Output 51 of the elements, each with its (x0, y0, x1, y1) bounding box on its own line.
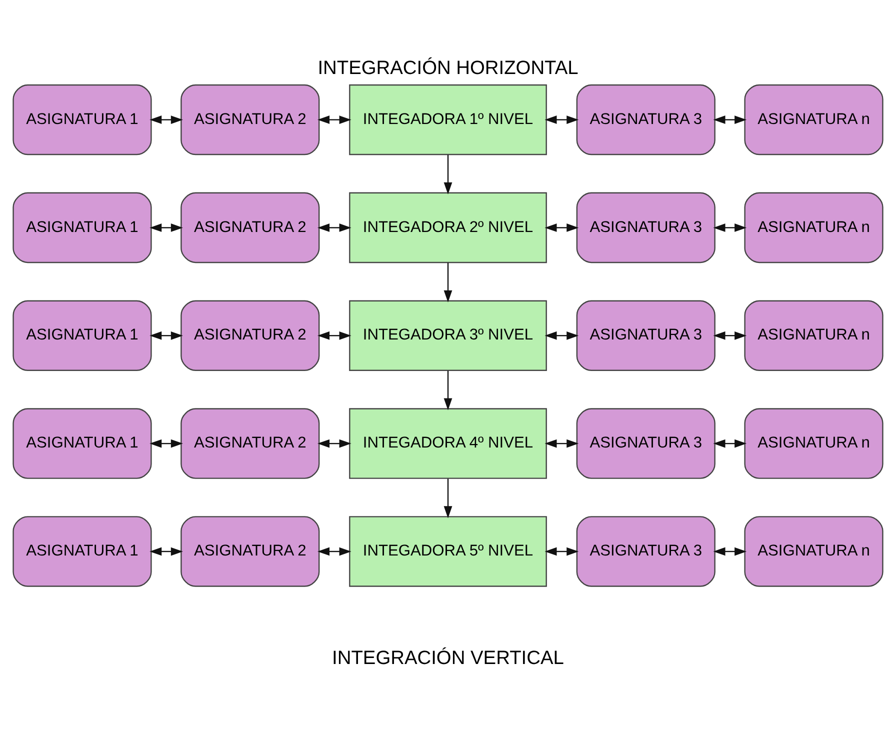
arrow (713, 116, 747, 124)
node-box: ASIGNATURA n (744, 84, 884, 156)
arrow (544, 223, 579, 232)
arrow (317, 116, 352, 124)
arrow (150, 547, 183, 556)
node-box: INTEGADORA 5º NIVEL (349, 516, 547, 587)
node-box: ASIGNATURA n (744, 300, 884, 371)
arrow (150, 439, 183, 448)
arrow (317, 439, 352, 448)
node-box: ASIGNATURA 2 (180, 84, 320, 156)
node-box: INTEGADORA 3º NIVEL (349, 300, 547, 371)
node-box: ASIGNATURA 1 (12, 192, 152, 264)
node-box: ASIGNATURA 3 (576, 408, 716, 479)
node-box: ASIGNATURA 1 (12, 300, 152, 371)
node-box: ASIGNATURA 1 (12, 516, 152, 587)
arrow (713, 439, 747, 448)
node-box: ASIGNATURA 3 (576, 516, 716, 587)
arrow (444, 154, 452, 194)
arrow (317, 547, 352, 556)
arrow (150, 116, 183, 124)
arrow (444, 262, 452, 302)
node-box: INTEGADORA 1º NIVEL (349, 84, 547, 156)
node-box: ASIGNATURA 1 (12, 84, 152, 156)
node-box: ASIGNATURA 1 (12, 408, 152, 479)
node-box: ASIGNATURA n (744, 516, 884, 587)
node-box: ASIGNATURA 3 (576, 192, 716, 264)
arrow (150, 331, 183, 340)
arrow (544, 116, 579, 124)
node-box: ASIGNATURA 2 (180, 408, 320, 479)
node-box: ASIGNATURA 2 (180, 192, 320, 264)
arrow (544, 331, 579, 340)
node-box: ASIGNATURA n (744, 408, 884, 479)
arrow (444, 478, 452, 518)
arrow (544, 547, 579, 556)
arrow (317, 223, 352, 232)
node-box: INTEGADORA 4º NIVEL (349, 408, 547, 479)
node-box: ASIGNATURA 3 (576, 84, 716, 156)
node-box: ASIGNATURA n (744, 192, 884, 264)
arrow (444, 370, 452, 410)
node-box: INTEGADORA 2º NIVEL (349, 192, 547, 264)
arrow (713, 223, 747, 232)
node-box: ASIGNATURA 3 (576, 300, 716, 371)
arrow (713, 331, 747, 340)
caption: INTEGRACIÓN VERTICAL (332, 648, 564, 669)
arrow (317, 331, 352, 340)
diagram-title: INTEGRACIÓN HORIZONTAL (318, 58, 578, 79)
arrow (150, 223, 183, 232)
arrow (544, 439, 579, 448)
node-box: ASIGNATURA 2 (180, 516, 320, 587)
node-box: ASIGNATURA 2 (180, 300, 320, 371)
arrow (713, 547, 747, 556)
